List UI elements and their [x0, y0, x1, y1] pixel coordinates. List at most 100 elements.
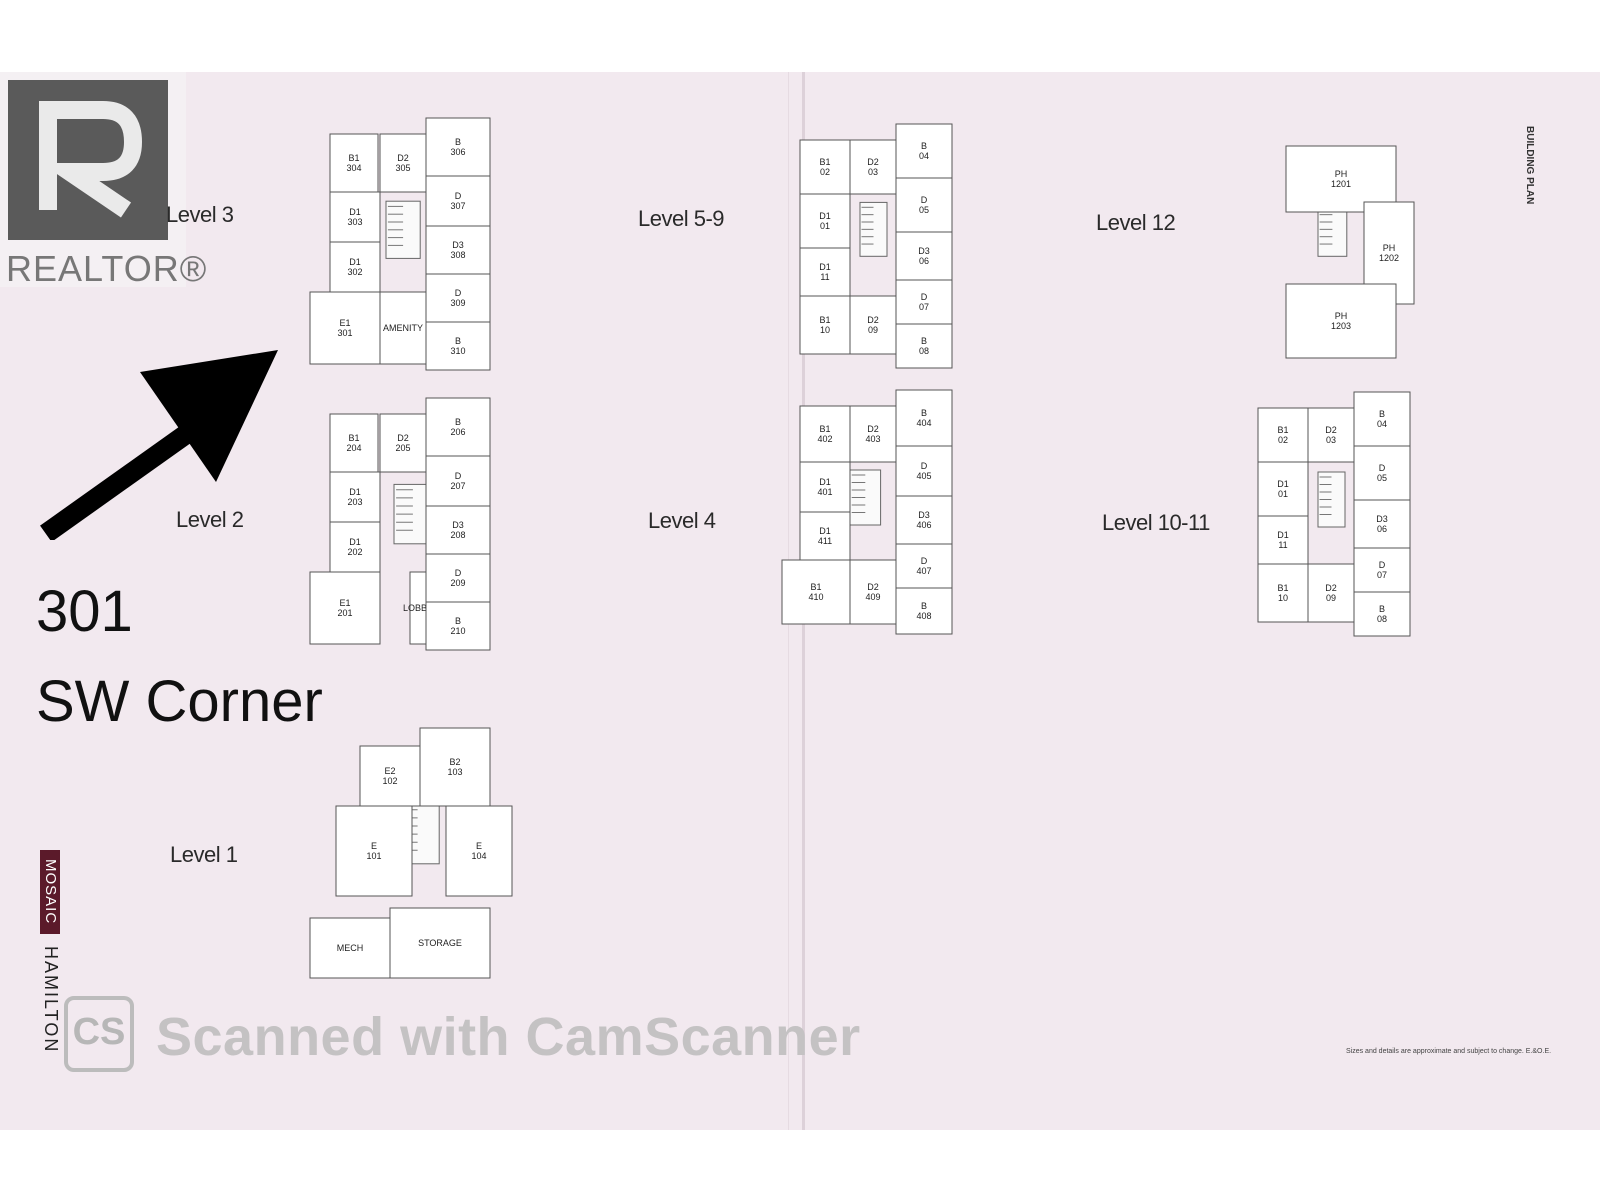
unit-04: B04 — [1353, 391, 1411, 447]
unit-outline — [895, 495, 953, 545]
unit-type-label: D — [921, 195, 928, 205]
unit-type-label: D1 — [349, 257, 361, 267]
unit-type-label: B — [455, 417, 461, 427]
unit-type-label: D2 — [867, 157, 879, 167]
unit-outline — [1257, 407, 1309, 463]
unit-number-label: 407 — [916, 566, 931, 576]
unit-number-label: 02 — [820, 167, 830, 177]
brand-name-mosaic: MOSAIC — [40, 850, 60, 934]
unit-number-label: 09 — [1326, 593, 1336, 603]
unit-type-label: D3 — [918, 510, 930, 520]
unit-outline — [849, 405, 897, 463]
unit-outline — [849, 139, 897, 195]
unit-type-label: B — [921, 408, 927, 418]
building-plan-label: BUILDING PLAN — [1524, 126, 1535, 205]
unit-type-label: D — [455, 191, 462, 201]
unit-outline — [849, 295, 897, 355]
unit-number-label: 04 — [919, 151, 929, 161]
unit-type-label: D2 — [1325, 425, 1337, 435]
unit-type-label: D2 — [397, 153, 409, 163]
unit-amenity: AMENITY — [379, 291, 427, 365]
unit-number-label: 207 — [450, 481, 465, 491]
unit-number-label: 302 — [347, 267, 362, 277]
unit-type-label: B — [921, 141, 927, 151]
disclaimer-text: Sizes and details are approximate and su… — [1346, 1048, 1552, 1055]
unit-outline — [1353, 547, 1411, 593]
unit-type-label: D1 — [819, 262, 831, 272]
unit-number-label: 08 — [919, 346, 929, 356]
unit-outline — [425, 175, 491, 227]
unit-outline — [309, 917, 391, 979]
realtor-logo-icon — [8, 80, 168, 240]
unit-number-label: 308 — [450, 250, 465, 260]
unit-number-label: 104 — [471, 851, 486, 861]
unit-number-annotation: 301 — [36, 579, 133, 644]
unit-number-label: 306 — [450, 147, 465, 157]
unit-type-label: D1 — [819, 526, 831, 536]
unit-number-label: 406 — [916, 520, 931, 530]
unit-05: D05 — [1353, 445, 1411, 501]
level-10-11-label: Level 10-11 — [1102, 510, 1210, 535]
unit-outline — [1307, 563, 1355, 623]
unit-storage: STORAGE — [389, 907, 491, 979]
unit-number-label: 411 — [818, 536, 832, 546]
unit-type-label: D — [1379, 463, 1386, 473]
unit-outline — [329, 413, 379, 473]
unit-outline — [329, 191, 381, 243]
unit-outline — [1353, 445, 1411, 501]
unit-outline — [425, 553, 491, 603]
unit-outline — [1257, 563, 1309, 623]
unit-number-label: 204 — [346, 443, 361, 453]
unit-07: D07 — [1353, 547, 1411, 593]
unit-type-label: E — [476, 841, 482, 851]
unit-outline — [425, 273, 491, 323]
unit-outline — [309, 291, 381, 365]
unit-outline — [425, 505, 491, 555]
camscanner-logo-icon: CS — [64, 996, 134, 1072]
floor-plan-drawing: B1304D2305B306D1303D307D1302D3308D309E13… — [309, 117, 491, 371]
unit-number-label: 310 — [450, 346, 465, 356]
unit-number-label: 05 — [919, 205, 929, 215]
unit-type-label: E1 — [339, 318, 350, 328]
unit-type-label: D2 — [867, 424, 879, 434]
unit-outline — [329, 521, 381, 573]
unit-number-label: 1201 — [1331, 179, 1351, 189]
unit-number-label: AMENITY — [383, 323, 423, 333]
unit-outline — [425, 225, 491, 275]
location-annotation: SW Corner — [36, 669, 323, 734]
unit-outline — [425, 117, 491, 177]
unit-type-label: D — [455, 471, 462, 481]
unit-type-label: D — [455, 568, 462, 578]
unit-number-label: 206 — [450, 427, 465, 437]
unit-type-label: D — [455, 288, 462, 298]
unit-outline — [309, 571, 381, 645]
unit-outline — [335, 805, 413, 897]
unit-type-label: D2 — [1325, 583, 1337, 593]
unit-number-label: 404 — [916, 418, 931, 428]
unit-outline — [895, 445, 953, 497]
unit-outline — [379, 291, 427, 365]
unit-outline — [799, 511, 851, 561]
unit-outline — [895, 177, 953, 233]
